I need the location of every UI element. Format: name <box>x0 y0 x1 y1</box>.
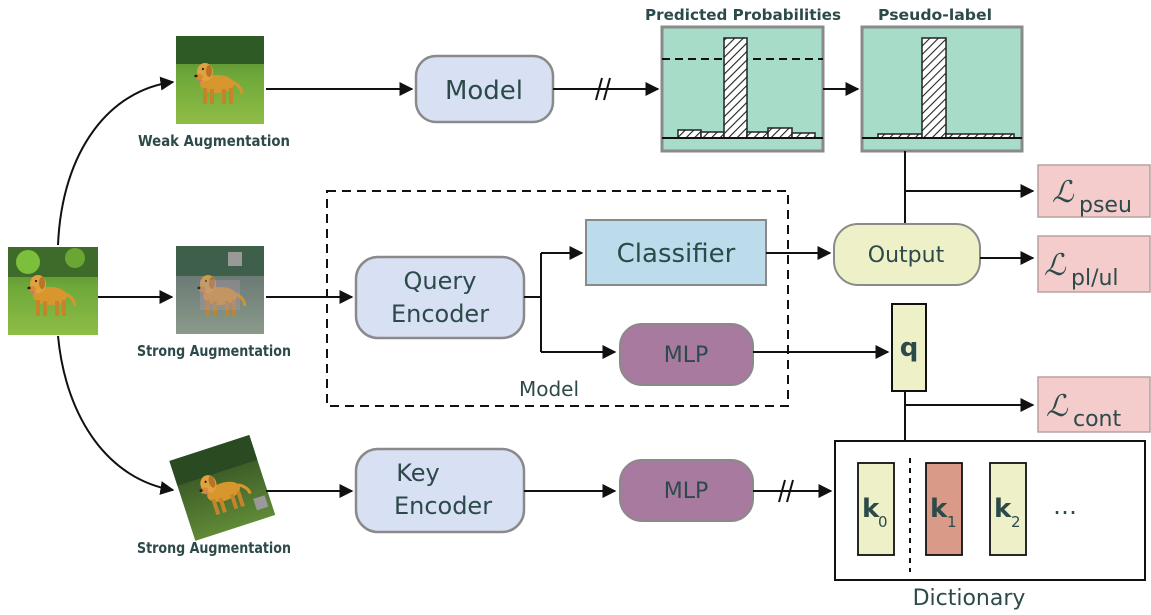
dictionary-title: Dictionary <box>913 586 1026 611</box>
k2-box <box>989 462 1027 556</box>
strong-augmentation-caption-top: Strong Augmentation <box>137 342 291 360</box>
k0-base: k <box>862 494 880 524</box>
loss-plul-box <box>1037 235 1151 293</box>
query-encoder-line2: Encoder <box>391 300 489 328</box>
key-encoder-line1: Key <box>396 459 440 487</box>
output-label: Output <box>868 243 945 268</box>
loss-pseu-subscript: pseu <box>1079 193 1132 218</box>
loss-cont-box <box>1037 376 1151 433</box>
classifier-label: Classifier <box>617 239 736 269</box>
stop-gradient-mark-bottom-a <box>778 479 786 503</box>
weak-augmentation-image <box>176 36 264 124</box>
loss-plul-subscript: pl/ul <box>1071 266 1119 291</box>
k0-box <box>857 462 895 556</box>
q-box <box>891 303 927 392</box>
loss-plul-symbol: ℒ <box>1044 248 1067 283</box>
pred-bar-5 <box>767 127 793 139</box>
original-image <box>8 247 98 335</box>
stop-gradient-mark-top-a <box>595 77 603 101</box>
mlp-top-label: MLP <box>664 343 709 368</box>
k1-box <box>925 462 963 556</box>
mlp-bottom-label: MLP <box>664 479 709 504</box>
loss-cont-symbol: ℒ <box>1046 389 1069 424</box>
k2-subscript: 2 <box>1011 513 1021 531</box>
arrow-orig-to-strong-bottom <box>57 335 175 495</box>
pseudo-label-title: Pseudo-label <box>878 6 992 24</box>
predicted-probabilities-title: Predicted Probabilities <box>645 6 841 24</box>
loss-pseu-box <box>1037 164 1151 218</box>
model-group-box <box>326 190 789 407</box>
arrow-orig-to-weak <box>57 76 175 246</box>
weak-augmentation-caption: Weak Augmentation <box>138 132 290 150</box>
pseudo-bar-peak <box>921 37 947 139</box>
stop-gradient-mark-top-b <box>603 77 611 101</box>
predicted-bars <box>677 37 816 139</box>
q-label: q <box>900 333 919 363</box>
k0-subscript: 0 <box>878 513 888 531</box>
k1-base: k <box>930 494 948 524</box>
stop-gradient-mark-bottom-b <box>786 479 794 503</box>
k1-subscript: 1 <box>947 513 957 531</box>
loss-cont-subscript: cont <box>1073 407 1121 432</box>
dictionary-ellipsis: … <box>1053 492 1077 520</box>
pred-bar-3 <box>723 37 748 139</box>
strong-augmentation-image-top <box>176 246 264 334</box>
k2-base: k <box>994 494 1012 524</box>
key-encoder-line2: Encoder <box>394 492 492 520</box>
output-box <box>833 223 981 286</box>
model-group-label: Model <box>519 377 579 401</box>
mlp-top-box <box>619 323 754 386</box>
strong-augmentation-caption-bottom: Strong Augmentation <box>137 539 291 557</box>
pseudo-bars <box>877 37 1015 139</box>
loss-pseu-symbol: ℒ <box>1052 175 1075 210</box>
strong-augmentation-image-bottom <box>169 435 276 541</box>
model-box-top-label: Model <box>445 76 523 106</box>
classifier-box <box>585 219 767 286</box>
pred-bar-1 <box>677 129 702 139</box>
query-encoder-line1: Query <box>404 267 477 295</box>
